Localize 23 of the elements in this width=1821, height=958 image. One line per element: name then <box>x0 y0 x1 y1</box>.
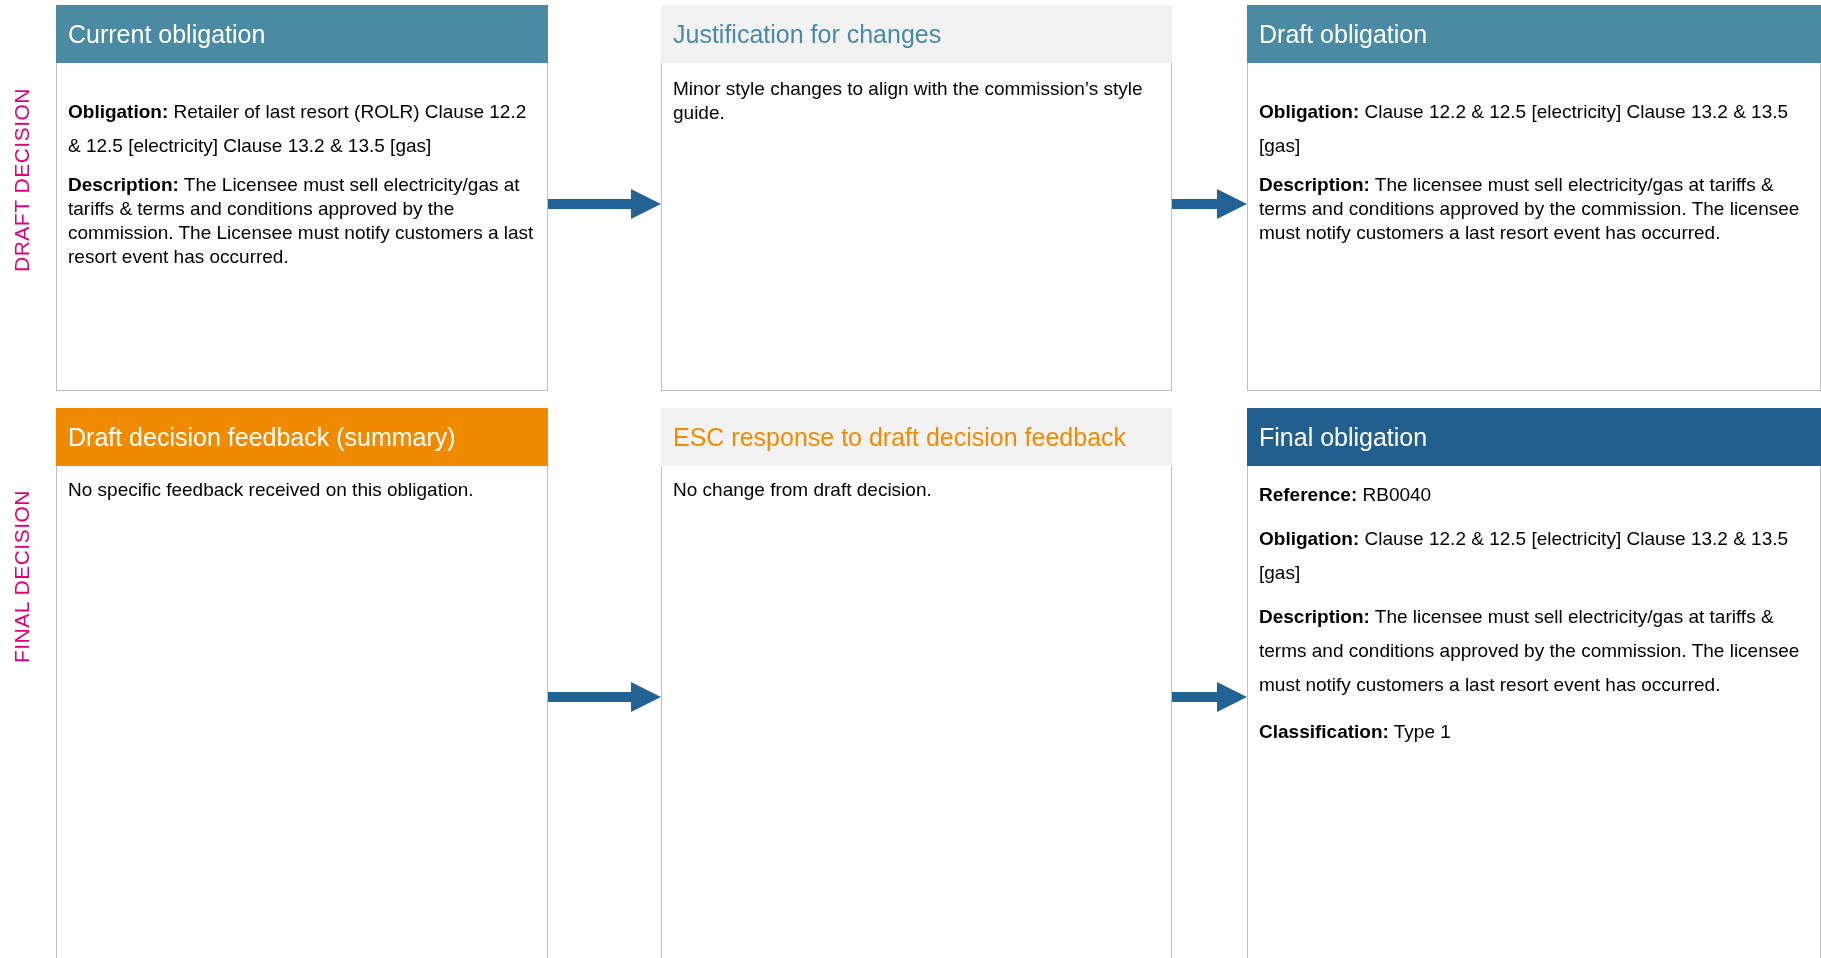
panel-heading: Draft obligation <box>1247 5 1821 63</box>
panel-heading: Current obligation <box>56 5 548 63</box>
panel-heading: ESC response to draft decision feedback <box>661 408 1172 466</box>
paragraph-text: Obligation: Clause 12.2 & 12.5 [electricity] Clause 13.2 & 13.5 [gas] <box>1259 100 1790 158</box>
paragraph-text: Description: The licensee must sell electricity/gas at tariffs & terms and conditions approved by the commission. The licensee must notify customers a last resort event has occurred. <box>1259 605 1801 697</box>
panel-heading: Justification for changes <box>661 5 1172 63</box>
arrow <box>548 189 661 219</box>
paragraph-text: Obligation: Clause 12.2 & 12.5 [electricity] Clause 13.2 & 13.5 [gas] <box>1259 527 1790 585</box>
paragraph-text: Description: The Licensee must sell electricity/gas at tariffs & terms and conditions approved by the commission. The Licensee must notify customers a last resort event has occurred. <box>68 173 535 269</box>
paragraph-text: No change from draft decision. <box>673 478 933 502</box>
arrow <box>1172 682 1247 712</box>
panel-heading: Final obligation <box>1247 408 1821 466</box>
paragraph-text: Reference: RB0040 <box>1259 483 1433 507</box>
paragraph-text: Description: The licensee must sell electricity/gas at tariffs & terms and conditions approved by the commission. The licensee must notify customers a last resort event has occurred. <box>1259 173 1801 245</box>
panel-heading: Draft decision feedback (summary) <box>56 408 548 466</box>
row-label: DRAFT DECISION <box>10 88 34 272</box>
arrow <box>548 682 661 712</box>
row-label: FINAL DECISION <box>10 490 34 664</box>
paragraph-text: No specific feedback received on this obligation. <box>68 478 475 502</box>
paragraph-text: Minor style changes to align with the commission’s style guide. <box>673 77 1144 125</box>
paragraph-text: Obligation: Retailer of last resort (ROLR) Clause 12.2 & 12.5 [electricity] Clause 13.2 & 13.5 [gas] <box>68 100 528 158</box>
paragraph-text: Classification: Type 1 <box>1259 720 1452 744</box>
arrow <box>1172 189 1247 219</box>
